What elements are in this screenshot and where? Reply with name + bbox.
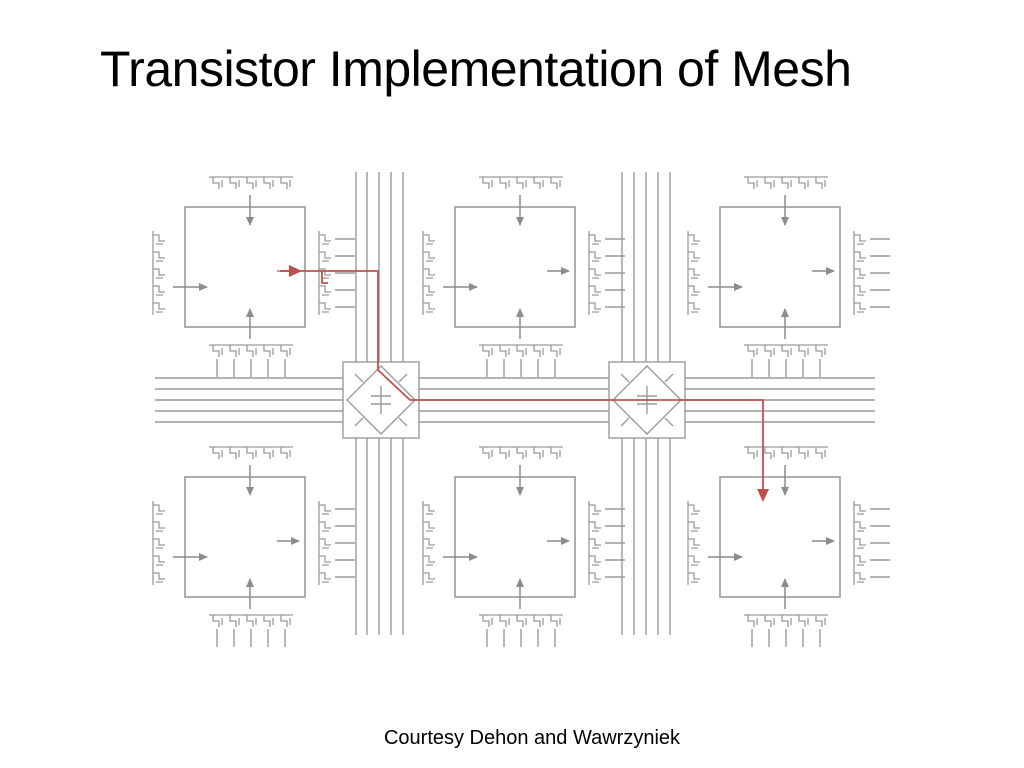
pass-transistor-icon (319, 504, 331, 583)
highlighted-route-path (280, 270, 769, 502)
pass-transistor-layer (152, 176, 866, 627)
pass-transistor-icon (423, 504, 435, 583)
pass-transistor-icon (589, 504, 601, 583)
switch-transistor (620, 373, 674, 427)
logic-block (719, 476, 841, 598)
pass-transistor-icon (589, 234, 601, 313)
pass-transistor-icon (423, 234, 435, 313)
pass-transistor-icon (482, 177, 561, 189)
logic-block (184, 206, 306, 328)
pass-transistor-icon (747, 345, 826, 357)
highlighted-route-tap (321, 271, 328, 284)
pass-transistor-icon (854, 504, 866, 583)
slide-title: Transistor Implementation of Mesh (100, 41, 852, 97)
pass-transistor-icon (212, 447, 291, 459)
pass-transistor-icon (482, 345, 561, 357)
logic-block (184, 476, 306, 598)
pass-transistor-icon (854, 234, 866, 313)
logic-block (454, 476, 576, 598)
pass-transistor-icon (319, 234, 331, 313)
pass-transistor-icon (212, 177, 291, 189)
pass-transistor-icon (212, 345, 291, 357)
attribution-caption: Courtesy Dehon and Wawrzyniek (0, 727, 1024, 750)
switch-transistor (371, 386, 391, 414)
pass-transistor-icon (688, 234, 700, 313)
attribution-text: Courtesy Dehon and Wawrzyniek (383, 727, 681, 749)
pass-transistor-icon (688, 504, 700, 583)
pass-transistor-icon (747, 615, 826, 627)
highlighted-route (280, 265, 769, 502)
pass-transistor-icon (747, 177, 826, 189)
pass-transistor-icon (153, 234, 165, 313)
logic-block (719, 206, 841, 328)
logic-block (454, 206, 576, 328)
switch-transistor (354, 373, 408, 427)
pass-transistor-icon (747, 447, 826, 459)
pass-transistor-icon (482, 615, 561, 627)
pass-transistor-icon (153, 504, 165, 583)
pass-transistor-icon (482, 447, 561, 459)
pass-transistor-icon (212, 615, 291, 627)
logic-block-layer (184, 206, 841, 598)
